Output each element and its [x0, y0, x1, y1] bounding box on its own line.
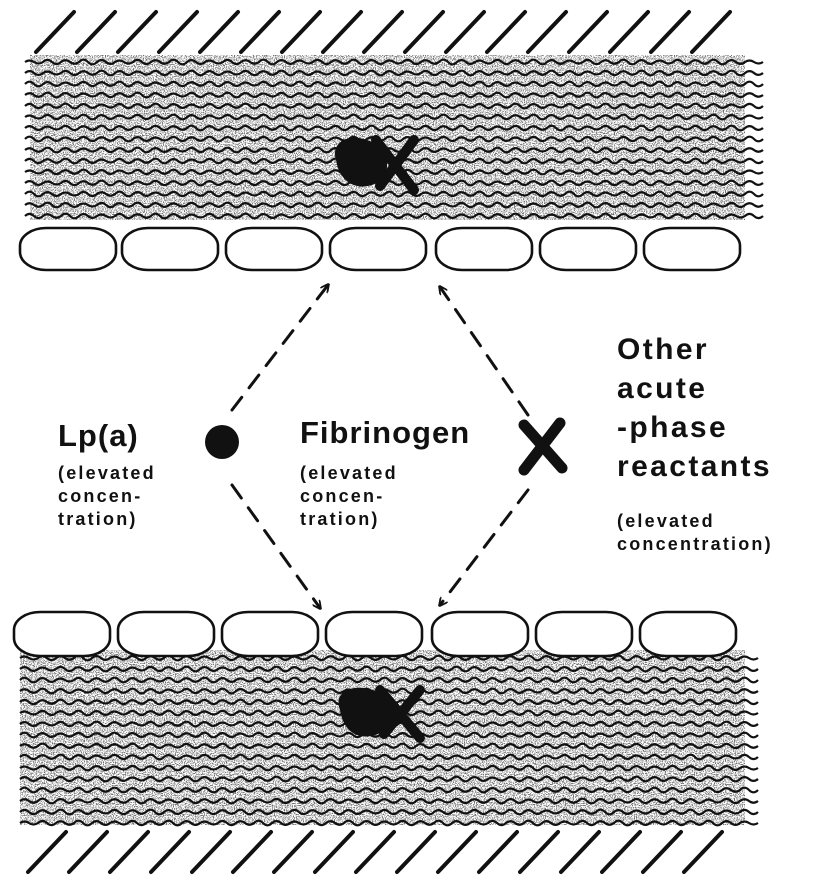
- endothelial-cell: [20, 228, 116, 270]
- hatch-mark: [692, 12, 730, 52]
- top-endothelial-cells: [20, 228, 740, 270]
- hatch-mark: [569, 12, 607, 52]
- bottom-hatch-marks: [28, 832, 722, 872]
- fibrinogen-note: (elevated concen- tration): [300, 462, 398, 531]
- hatch-mark: [323, 12, 361, 52]
- arrow-lpa-to-top: [232, 285, 328, 410]
- hatch-mark: [487, 12, 525, 52]
- top-hatch-marks: [36, 12, 730, 52]
- lpa-note: (elevated concen- tration): [58, 462, 156, 531]
- endothelial-cell: [330, 228, 426, 270]
- endothelial-cell: [644, 228, 740, 270]
- hatch-mark: [356, 832, 394, 872]
- hatch-mark: [528, 12, 566, 52]
- hatch-mark: [405, 12, 443, 52]
- hatch-mark: [241, 12, 279, 52]
- arrow-other-to-top: [440, 287, 528, 415]
- endothelial-cell: [540, 228, 636, 270]
- hatch-mark: [69, 832, 107, 872]
- hatch-mark: [520, 832, 558, 872]
- endothelial-cell: [432, 612, 528, 656]
- hatch-mark: [438, 832, 476, 872]
- hatch-mark: [233, 832, 271, 872]
- hatch-mark: [315, 832, 353, 872]
- other-reactants-note: (elevated concentration): [617, 510, 773, 556]
- hatch-mark: [561, 832, 599, 872]
- endothelial-cell: [118, 612, 214, 656]
- hatch-mark: [651, 12, 689, 52]
- hatch-mark: [684, 832, 722, 872]
- endothelial-cell: [122, 228, 218, 270]
- other-reactants-label: Other acute -phase reactants: [617, 330, 772, 486]
- hatch-mark: [151, 832, 189, 872]
- lpa-label: Lp(a): [58, 418, 139, 454]
- hatch-mark: [274, 832, 312, 872]
- endothelial-cell: [326, 612, 422, 656]
- hatch-mark: [28, 832, 66, 872]
- hatch-mark: [110, 832, 148, 872]
- bottom-endothelial-cells: [14, 612, 736, 656]
- top-vessel-wall: [20, 12, 763, 270]
- hatch-mark: [118, 12, 156, 52]
- hatch-mark: [446, 12, 484, 52]
- endothelial-cell: [436, 228, 532, 270]
- hatch-mark: [643, 832, 681, 872]
- hatch-mark: [77, 12, 115, 52]
- endothelial-cell: [14, 612, 110, 656]
- other-x-icon: [524, 423, 562, 470]
- fibrinogen-label: Fibrinogen: [300, 415, 470, 451]
- hatch-mark: [200, 12, 238, 52]
- hatch-mark: [602, 832, 640, 872]
- hatch-mark: [192, 832, 230, 872]
- hatch-mark: [364, 12, 402, 52]
- hatch-mark: [479, 832, 517, 872]
- hatch-mark: [159, 12, 197, 52]
- hatch-mark: [282, 12, 320, 52]
- arrow-other-to-bottom: [440, 490, 528, 605]
- endothelial-cell: [222, 612, 318, 656]
- bottom-vessel-wall: [14, 612, 758, 872]
- hatch-mark: [397, 832, 435, 872]
- endothelial-cell: [640, 612, 736, 656]
- endothelial-cell: [536, 612, 632, 656]
- endothelial-cell: [226, 228, 322, 270]
- hatch-mark: [610, 12, 648, 52]
- lpa-dot-icon: [205, 425, 239, 459]
- hatch-mark: [36, 12, 74, 52]
